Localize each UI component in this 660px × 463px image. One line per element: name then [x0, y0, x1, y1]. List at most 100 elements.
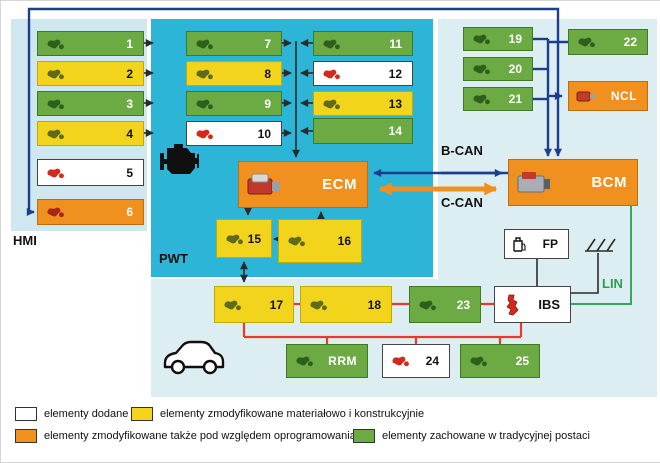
c-can-label: C-CAN: [441, 195, 483, 210]
node-20: 20: [463, 57, 533, 81]
battery-sensor-icon: [502, 294, 520, 316]
node-9: 9: [186, 91, 282, 116]
node-number: 2: [126, 66, 133, 81]
lin-label: LIN: [602, 276, 623, 291]
bcm-label: BCM: [591, 174, 627, 191]
node-number: 10: [257, 126, 271, 141]
legend-item-modified-software: elementy zmodyfikowane także pod względe…: [15, 429, 356, 443]
fp-label: FP: [542, 237, 558, 251]
node-4: 4: [37, 121, 144, 146]
ncl-icon: [576, 88, 596, 104]
ecm-module: ECM: [238, 161, 368, 208]
node-number: 8: [264, 66, 271, 81]
hmi-label: HMI: [13, 233, 37, 248]
component-icon: [45, 166, 66, 180]
component-icon: [45, 205, 66, 219]
node-number: 20: [508, 62, 522, 76]
node-23: 23: [409, 286, 481, 323]
component-icon: [45, 97, 66, 111]
node-18: 18: [300, 286, 392, 323]
node-24: 24: [382, 344, 450, 378]
node-3: 3: [37, 91, 144, 116]
component-icon: [222, 298, 243, 312]
node-25: 25: [460, 344, 540, 378]
component-icon: [576, 35, 597, 49]
node-number: 15: [247, 231, 261, 246]
node-number: 13: [388, 96, 402, 111]
component-icon: [194, 97, 215, 111]
node-number: 22: [623, 35, 637, 49]
node-22: 22: [568, 29, 648, 55]
component-icon: [471, 92, 492, 106]
node-1: 1: [37, 31, 144, 56]
legend-swatch-orange: [15, 429, 37, 443]
engine-icon: [155, 139, 199, 177]
ibs-module: IBS: [494, 286, 571, 323]
car-icon: [161, 331, 227, 377]
component-icon: [45, 127, 66, 141]
node-number: 21: [508, 92, 522, 106]
legend-label: elementy zachowane w tradycyjnej postaci: [382, 430, 590, 442]
component-icon: [308, 298, 329, 312]
node-16: 16: [278, 219, 362, 263]
node-number: 6: [126, 205, 133, 219]
node-2: 2: [37, 61, 144, 86]
node-number: 24: [425, 354, 439, 368]
component-icon: [321, 67, 342, 81]
component-icon: [194, 37, 215, 51]
legend-swatch-green: [353, 429, 375, 443]
component-icon: [417, 298, 438, 312]
node-12: 12: [313, 61, 413, 86]
ibs-label: IBS: [538, 297, 560, 312]
component-icon: [471, 62, 492, 76]
bcm-module: BCM: [508, 159, 638, 206]
node-number: 16: [337, 234, 351, 248]
node-17: 17: [214, 286, 294, 323]
node-5: 5: [37, 159, 144, 186]
node-number: 1: [126, 36, 133, 51]
legend-label: elementy zmodyfikowane materiałowo i kon…: [160, 408, 425, 420]
rrm-label: RRM: [328, 354, 357, 368]
node-number: 9: [264, 96, 271, 111]
node-number: 12: [388, 66, 402, 81]
component-icon: [468, 354, 489, 368]
node-11: 11: [313, 31, 413, 56]
node-number: 19: [508, 32, 522, 46]
component-icon: [390, 354, 411, 368]
component-icon: [471, 32, 492, 46]
node-8: 8: [186, 61, 282, 86]
ecm-label: ECM: [322, 176, 357, 193]
rrm-module: RRM: [286, 344, 368, 378]
legend-swatch-yellow: [131, 407, 153, 421]
component-icon: [45, 67, 66, 81]
component-icon: [194, 67, 215, 81]
node-6: 6: [37, 199, 144, 225]
component-icon: [45, 37, 66, 51]
node-14: 14: [313, 118, 413, 144]
node-7: 7: [186, 31, 282, 56]
node-number: 3: [126, 96, 133, 111]
fuel-pump-icon: [512, 236, 526, 252]
node-number: 18: [367, 297, 381, 312]
node-number: 11: [389, 36, 402, 51]
pwt-label: PWT: [159, 251, 188, 266]
component-icon: [321, 97, 342, 111]
component-icon: [286, 234, 307, 248]
component-icon: [321, 37, 342, 51]
component-icon: [224, 232, 245, 246]
node-number: 4: [126, 126, 133, 141]
ecu-icon: [246, 172, 282, 198]
node-15: 15: [216, 219, 272, 258]
b-can-label: B-CAN: [441, 143, 483, 158]
node-number: 25: [515, 354, 529, 368]
node-number: 23: [456, 297, 470, 312]
ncl-module: NCL: [568, 81, 648, 111]
node-13: 13: [313, 91, 413, 116]
fp-module: FP: [504, 229, 569, 259]
component-icon: [194, 127, 215, 141]
bcm-icon: [516, 170, 552, 196]
node-number: 17: [269, 297, 283, 312]
component-icon: [294, 354, 315, 368]
ncl-label: NCL: [610, 89, 637, 103]
legend-label: elementy dodane: [44, 408, 129, 420]
